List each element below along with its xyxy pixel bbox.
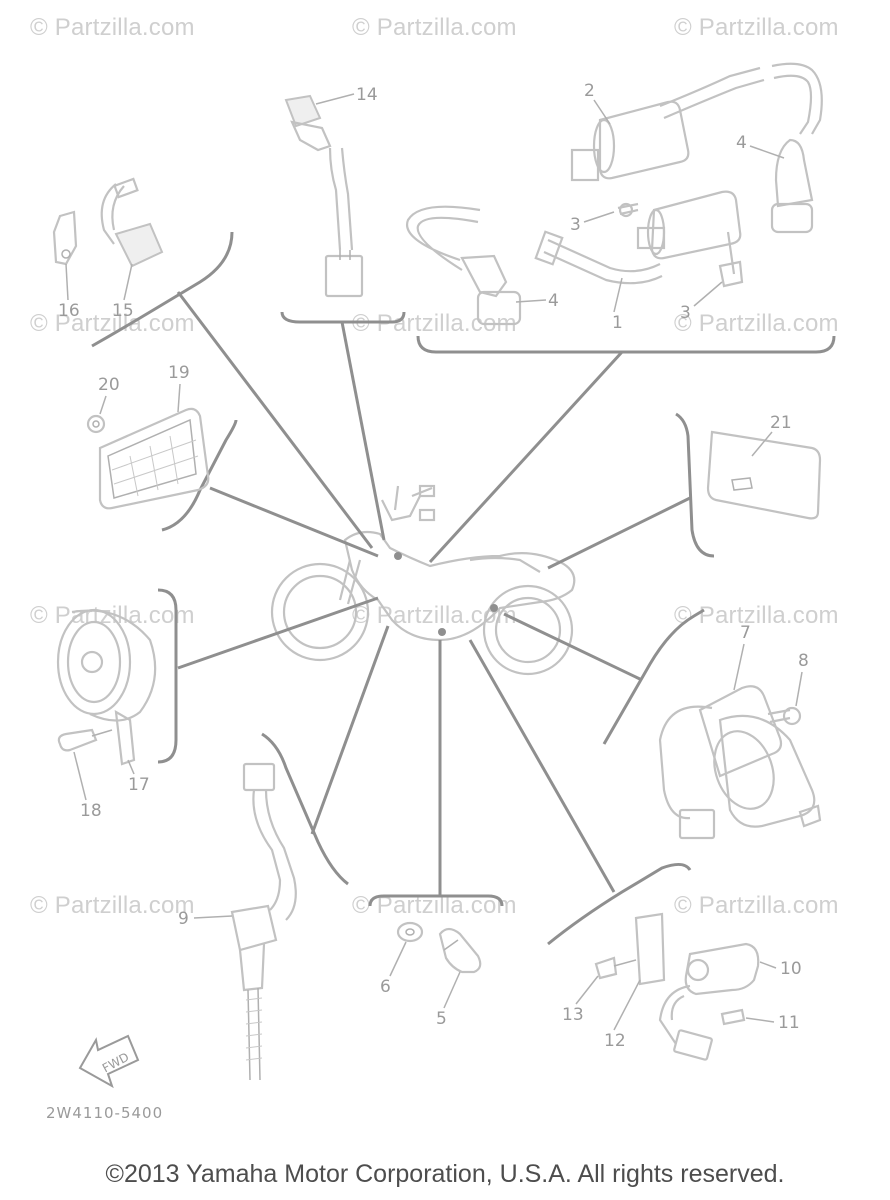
part-17-18-horn <box>56 608 157 766</box>
watermark: © Partzilla.com <box>30 310 195 337</box>
callout-21: 21 <box>770 413 792 433</box>
copyright-notice: ©2013 Yamaha Motor Corporation, U.S.A. A… <box>105 1160 785 1188</box>
watermark: © Partzilla.com <box>30 892 195 919</box>
diagram-code: 2W4110-5400 <box>46 1104 164 1122</box>
part-14-switch <box>284 94 364 298</box>
callout-13: 13 <box>562 1005 584 1025</box>
part-5-6-switch-washer <box>396 921 482 974</box>
callout-4a: 4 <box>736 133 747 153</box>
part-7-8-starter-relay <box>658 685 822 840</box>
callout-4b: 4 <box>548 291 559 311</box>
callout-14: 14 <box>356 85 378 105</box>
part-10-13-switch-assembly <box>594 912 760 1061</box>
callout-16: 16 <box>58 301 80 321</box>
callout-18: 18 <box>80 801 102 821</box>
callout-10: 10 <box>780 959 802 979</box>
callout-2: 2 <box>584 81 595 101</box>
callout-11: 11 <box>778 1013 800 1033</box>
leader-lines <box>176 291 691 896</box>
part-9-sensor <box>230 762 297 1081</box>
callout-3a: 3 <box>570 215 581 235</box>
watermark: © Partzilla.com <box>352 14 517 41</box>
watermark: © Partzilla.com <box>30 14 195 41</box>
motorcycle-outline <box>270 484 576 676</box>
watermark: © Partzilla.com <box>674 602 839 629</box>
callout-1: 1 <box>612 313 623 333</box>
part-1-2-ignition-coils <box>405 62 823 326</box>
callout-8: 8 <box>798 651 809 671</box>
part-19-20-reflector <box>86 407 210 510</box>
callout-15: 15 <box>112 301 134 321</box>
callout-17: 17 <box>128 775 150 795</box>
callout-labels: 1 2 3 3 4 4 5 6 7 8 9 10 11 12 13 14 15 … <box>58 81 809 1051</box>
fwd-arrow-icon: FWD <box>78 1034 140 1089</box>
callout-7: 7 <box>740 623 751 643</box>
part-15-16-switch-bracket <box>52 177 164 268</box>
watermark: © Partzilla.com <box>674 310 839 337</box>
callout-5: 5 <box>436 1009 447 1029</box>
part-21-reflector <box>706 430 822 520</box>
callout-9: 9 <box>178 909 189 929</box>
watermark: © Partzilla.com <box>352 602 517 629</box>
callout-20: 20 <box>98 375 120 395</box>
callout-6: 6 <box>380 977 391 997</box>
group-brackets <box>91 231 836 946</box>
callout-3b: 3 <box>680 303 691 323</box>
watermark: © Partzilla.com <box>674 892 839 919</box>
watermark: © Partzilla.com <box>674 14 839 41</box>
watermark: © Partzilla.com <box>30 602 195 629</box>
callout-19: 19 <box>168 363 190 383</box>
callout-12: 12 <box>604 1031 626 1051</box>
